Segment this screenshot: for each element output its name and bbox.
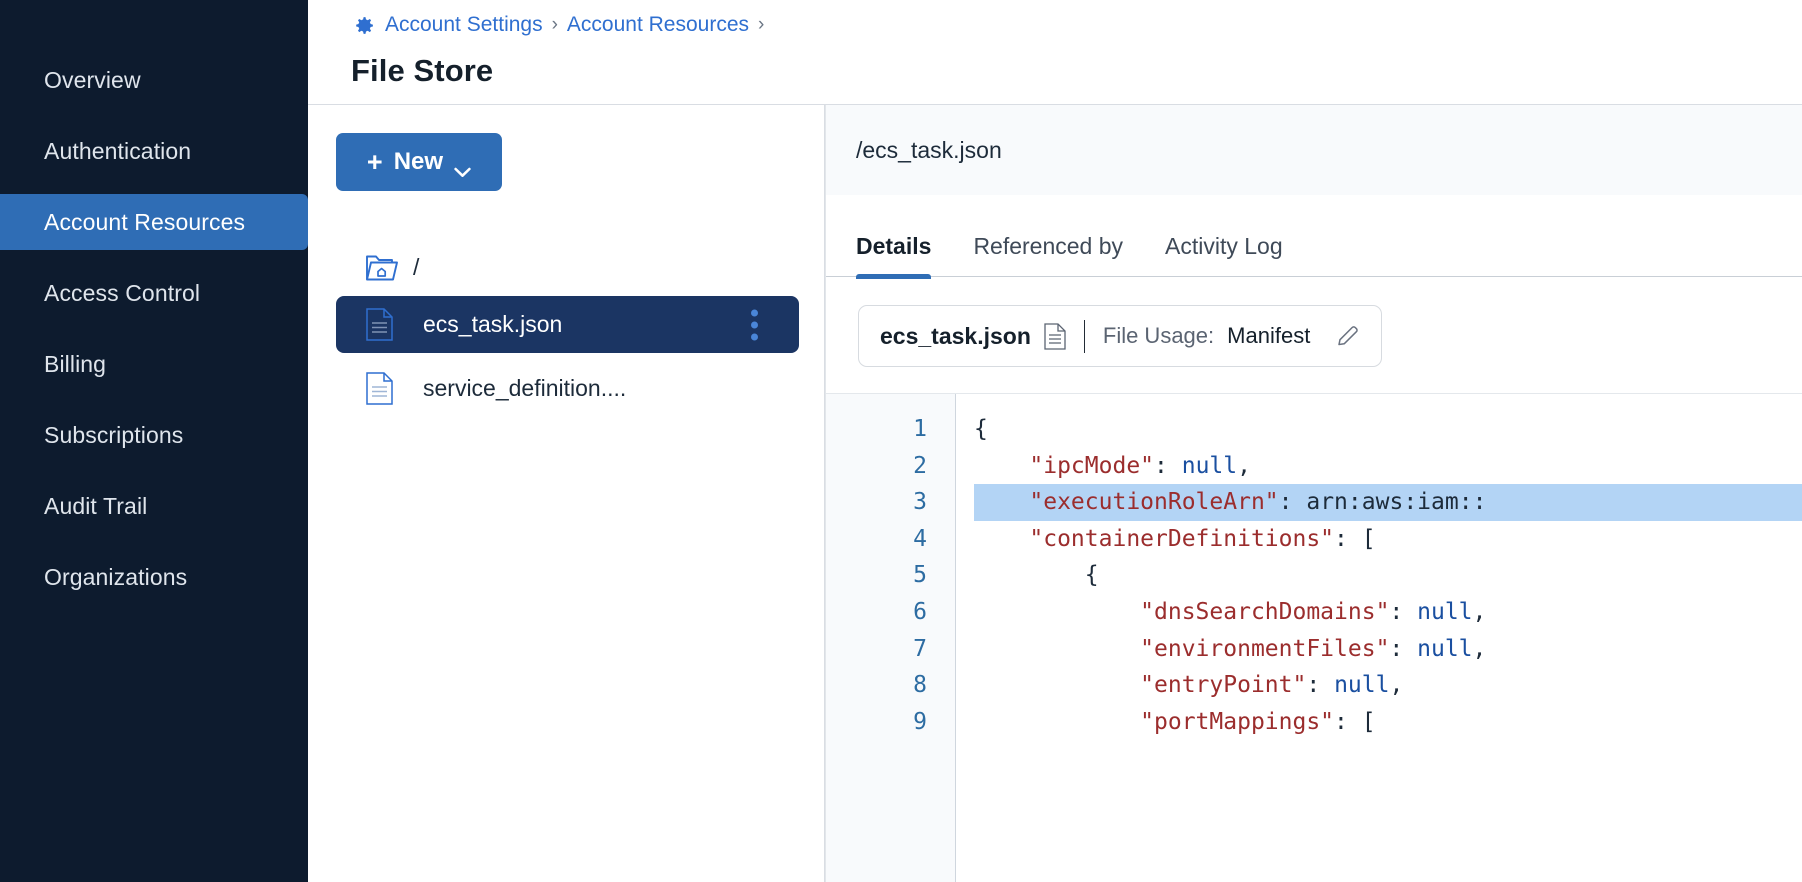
breadcrumb-separator: › bbox=[551, 14, 558, 35]
page-title: File Store bbox=[351, 53, 494, 88]
sidebar-item-access-control[interactable]: Access Control bbox=[0, 265, 308, 321]
content-split: + New bbox=[308, 105, 1802, 882]
details-tabs: Details Referenced by Activity Log bbox=[826, 195, 1802, 279]
tab-activity-log[interactable]: Activity Log bbox=[1165, 233, 1283, 259]
usage-card-filename: ecs_task.json bbox=[880, 322, 1031, 349]
line-number: 3 bbox=[913, 489, 927, 516]
code-line: "portMappings": [ bbox=[1140, 708, 1376, 735]
code-line: "entryPoint": null, bbox=[1140, 672, 1404, 699]
line-number: 2 bbox=[913, 452, 927, 479]
sidebar-item-label: Audit Trail bbox=[44, 492, 148, 519]
plus-icon: + bbox=[366, 146, 383, 177]
sidebar-item-label: Account Resources bbox=[44, 208, 246, 235]
code-line: "ipcMode": null, bbox=[1029, 452, 1251, 479]
file-tree: / ecs_task.json service_definition.... bbox=[336, 245, 799, 417]
kebab-menu-icon[interactable] bbox=[751, 309, 758, 340]
usage-card-value: Manifest bbox=[1227, 323, 1311, 348]
sidebar-item-label: Authentication bbox=[44, 137, 192, 164]
file-list-item[interactable]: service_definition.... bbox=[336, 360, 799, 417]
tab-details[interactable]: Details bbox=[856, 233, 932, 279]
file-name-label: ecs_task.json bbox=[423, 311, 563, 337]
file-path-bar: /ecs_task.json bbox=[826, 105, 1802, 195]
sidebar-item-label: Billing bbox=[44, 350, 107, 377]
chevron-down-icon bbox=[454, 157, 471, 177]
code-line: "environmentFiles": null, bbox=[1140, 635, 1487, 662]
code-line: { bbox=[974, 416, 988, 442]
folder-home-icon bbox=[365, 253, 399, 282]
code-line: "dnsSearchDomains": null, bbox=[1140, 598, 1487, 625]
tab-referenced-by[interactable]: Referenced by bbox=[973, 233, 1124, 259]
sidebar-item-label: Organizations bbox=[44, 563, 188, 590]
tree-root-label: / bbox=[413, 253, 420, 280]
document-icon bbox=[1044, 322, 1066, 350]
sidebar-item-billing[interactable]: Billing bbox=[0, 336, 308, 392]
breadcrumb: Account Settings › Account Resources › bbox=[351, 6, 1802, 44]
breadcrumb-separator-trailing: › bbox=[758, 14, 765, 35]
sidebar-item-subscriptions[interactable]: Subscriptions bbox=[0, 407, 308, 463]
file-doc-icon bbox=[366, 308, 393, 341]
line-number: 9 bbox=[913, 708, 927, 735]
sidebar-item-label: Subscriptions bbox=[44, 421, 184, 448]
line-number: 8 bbox=[913, 672, 927, 699]
file-path-text: /ecs_task.json bbox=[856, 136, 1002, 163]
file-browser-panel: + New bbox=[308, 105, 825, 882]
usage-card-divider bbox=[1083, 319, 1085, 353]
line-number: 1 bbox=[913, 416, 927, 442]
file-list-item[interactable]: ecs_task.json bbox=[336, 296, 799, 353]
main-column: Account Settings › Account Resources › F… bbox=[308, 0, 1802, 882]
sidebar-item-label: Access Control bbox=[44, 279, 201, 306]
page-header: Account Settings › Account Resources › F… bbox=[308, 0, 1802, 105]
file-doc-icon bbox=[366, 372, 393, 405]
line-number: 5 bbox=[913, 562, 927, 589]
sidebar-item-label: Overview bbox=[44, 66, 141, 93]
editor-line-numbers: 1 2 3 4 5 6 7 8 9 bbox=[826, 394, 956, 882]
line-number: 7 bbox=[913, 635, 927, 662]
usage-card-label: File Usage: bbox=[1102, 323, 1215, 348]
line-number: 6 bbox=[913, 598, 927, 625]
code-line: { bbox=[1084, 562, 1099, 589]
code-line: "containerDefinitions": [ bbox=[1029, 525, 1376, 552]
editor-code-area[interactable]: { "ipcMode": null, "executionRoleArn": a… bbox=[956, 394, 1802, 882]
code-editor[interactable]: 1 2 3 4 5 6 7 8 9 { "ipcMode": null, "executionR… bbox=[826, 393, 1802, 882]
sidebar-item-account-resources[interactable]: Account Resources bbox=[0, 194, 308, 250]
sidebar-item-overview[interactable]: Overview bbox=[0, 52, 308, 108]
new-button-label: New bbox=[393, 148, 444, 175]
breadcrumb-item-account-settings[interactable]: Account Settings bbox=[385, 13, 543, 36]
code-line: "executionRoleArn": arn:aws:iam:: bbox=[974, 484, 1802, 521]
file-usage-card: ecs_task.json File Usage: Manifest bbox=[858, 305, 1383, 367]
line-number: 4 bbox=[913, 525, 927, 552]
sidebar-item-organizations[interactable]: Organizations bbox=[0, 549, 308, 605]
tree-root-folder[interactable]: / bbox=[336, 245, 799, 289]
file-name-label: service_definition.... bbox=[423, 375, 627, 401]
new-button[interactable]: + New bbox=[336, 133, 502, 191]
sidebar-item-audit-trail[interactable]: Audit Trail bbox=[0, 478, 308, 534]
pencil-icon[interactable] bbox=[1335, 323, 1361, 349]
file-list: ecs_task.json service_definition.... bbox=[336, 296, 799, 417]
file-details-panel: /ecs_task.json Details Referenced by Activ… bbox=[825, 105, 1802, 882]
gear-icon bbox=[351, 13, 376, 38]
breadcrumb-item-account-resources[interactable]: Account Resources bbox=[566, 13, 750, 36]
sidebar-item-authentication[interactable]: Authentication bbox=[0, 123, 308, 179]
